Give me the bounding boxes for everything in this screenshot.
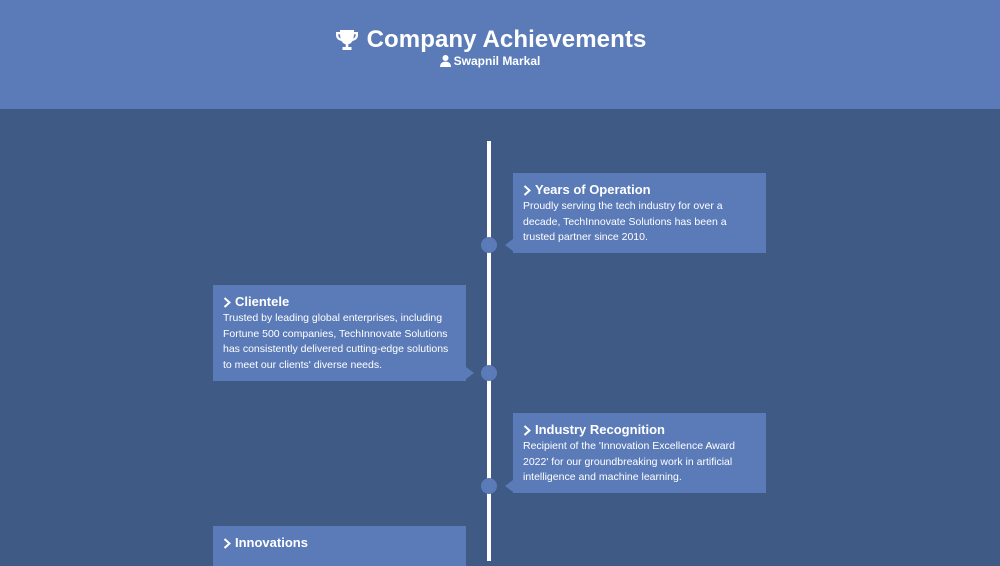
card-title: Innovations [235,535,308,550]
card-title: Industry Recognition [535,422,665,437]
card-title-row: Clientele [223,294,456,309]
card-pointer [505,239,513,251]
card-title-row: Years of Operation [523,182,756,197]
trophy-icon [334,27,360,53]
card-text: Trusted by leading global enterprises, i… [223,312,449,371]
page-header: Company Achievements Swapnil Markal [0,0,1000,109]
card-title: Years of Operation [535,182,651,197]
timeline-dot [481,237,497,253]
author-name: Swapnil Markal [453,54,541,68]
card-text: Recipient of the 'Innovation Excellence … [523,440,735,483]
timeline-card-innovations: Innovations [213,526,466,566]
title-row: Company Achievements [0,26,980,54]
chevron-right-icon [523,424,532,436]
timeline-card-clientele: Clientele Trusted by leading global ente… [213,285,466,381]
chevron-right-icon [223,296,232,308]
card-title: Clientele [235,294,290,309]
card-text: Proudly serving the tech industry for ov… [523,200,727,243]
page-title: Company Achievements [366,26,647,53]
timeline-card-industry-recognition: Industry Recognition Recipient of the 'I… [513,413,766,493]
timeline-dot [481,365,497,381]
user-icon [439,55,451,67]
timeline-dot [481,478,497,494]
card-title-row: Industry Recognition [523,422,756,437]
timeline-line [487,141,491,561]
timeline-card-years-of-operation: Years of Operation Proudly serving the t… [513,173,766,253]
chevron-right-icon [523,184,532,196]
chevron-right-icon [223,537,232,549]
card-pointer [505,480,513,492]
card-pointer [466,367,474,379]
card-title-row: Innovations [223,535,456,550]
author-row: Swapnil Markal [0,54,980,68]
